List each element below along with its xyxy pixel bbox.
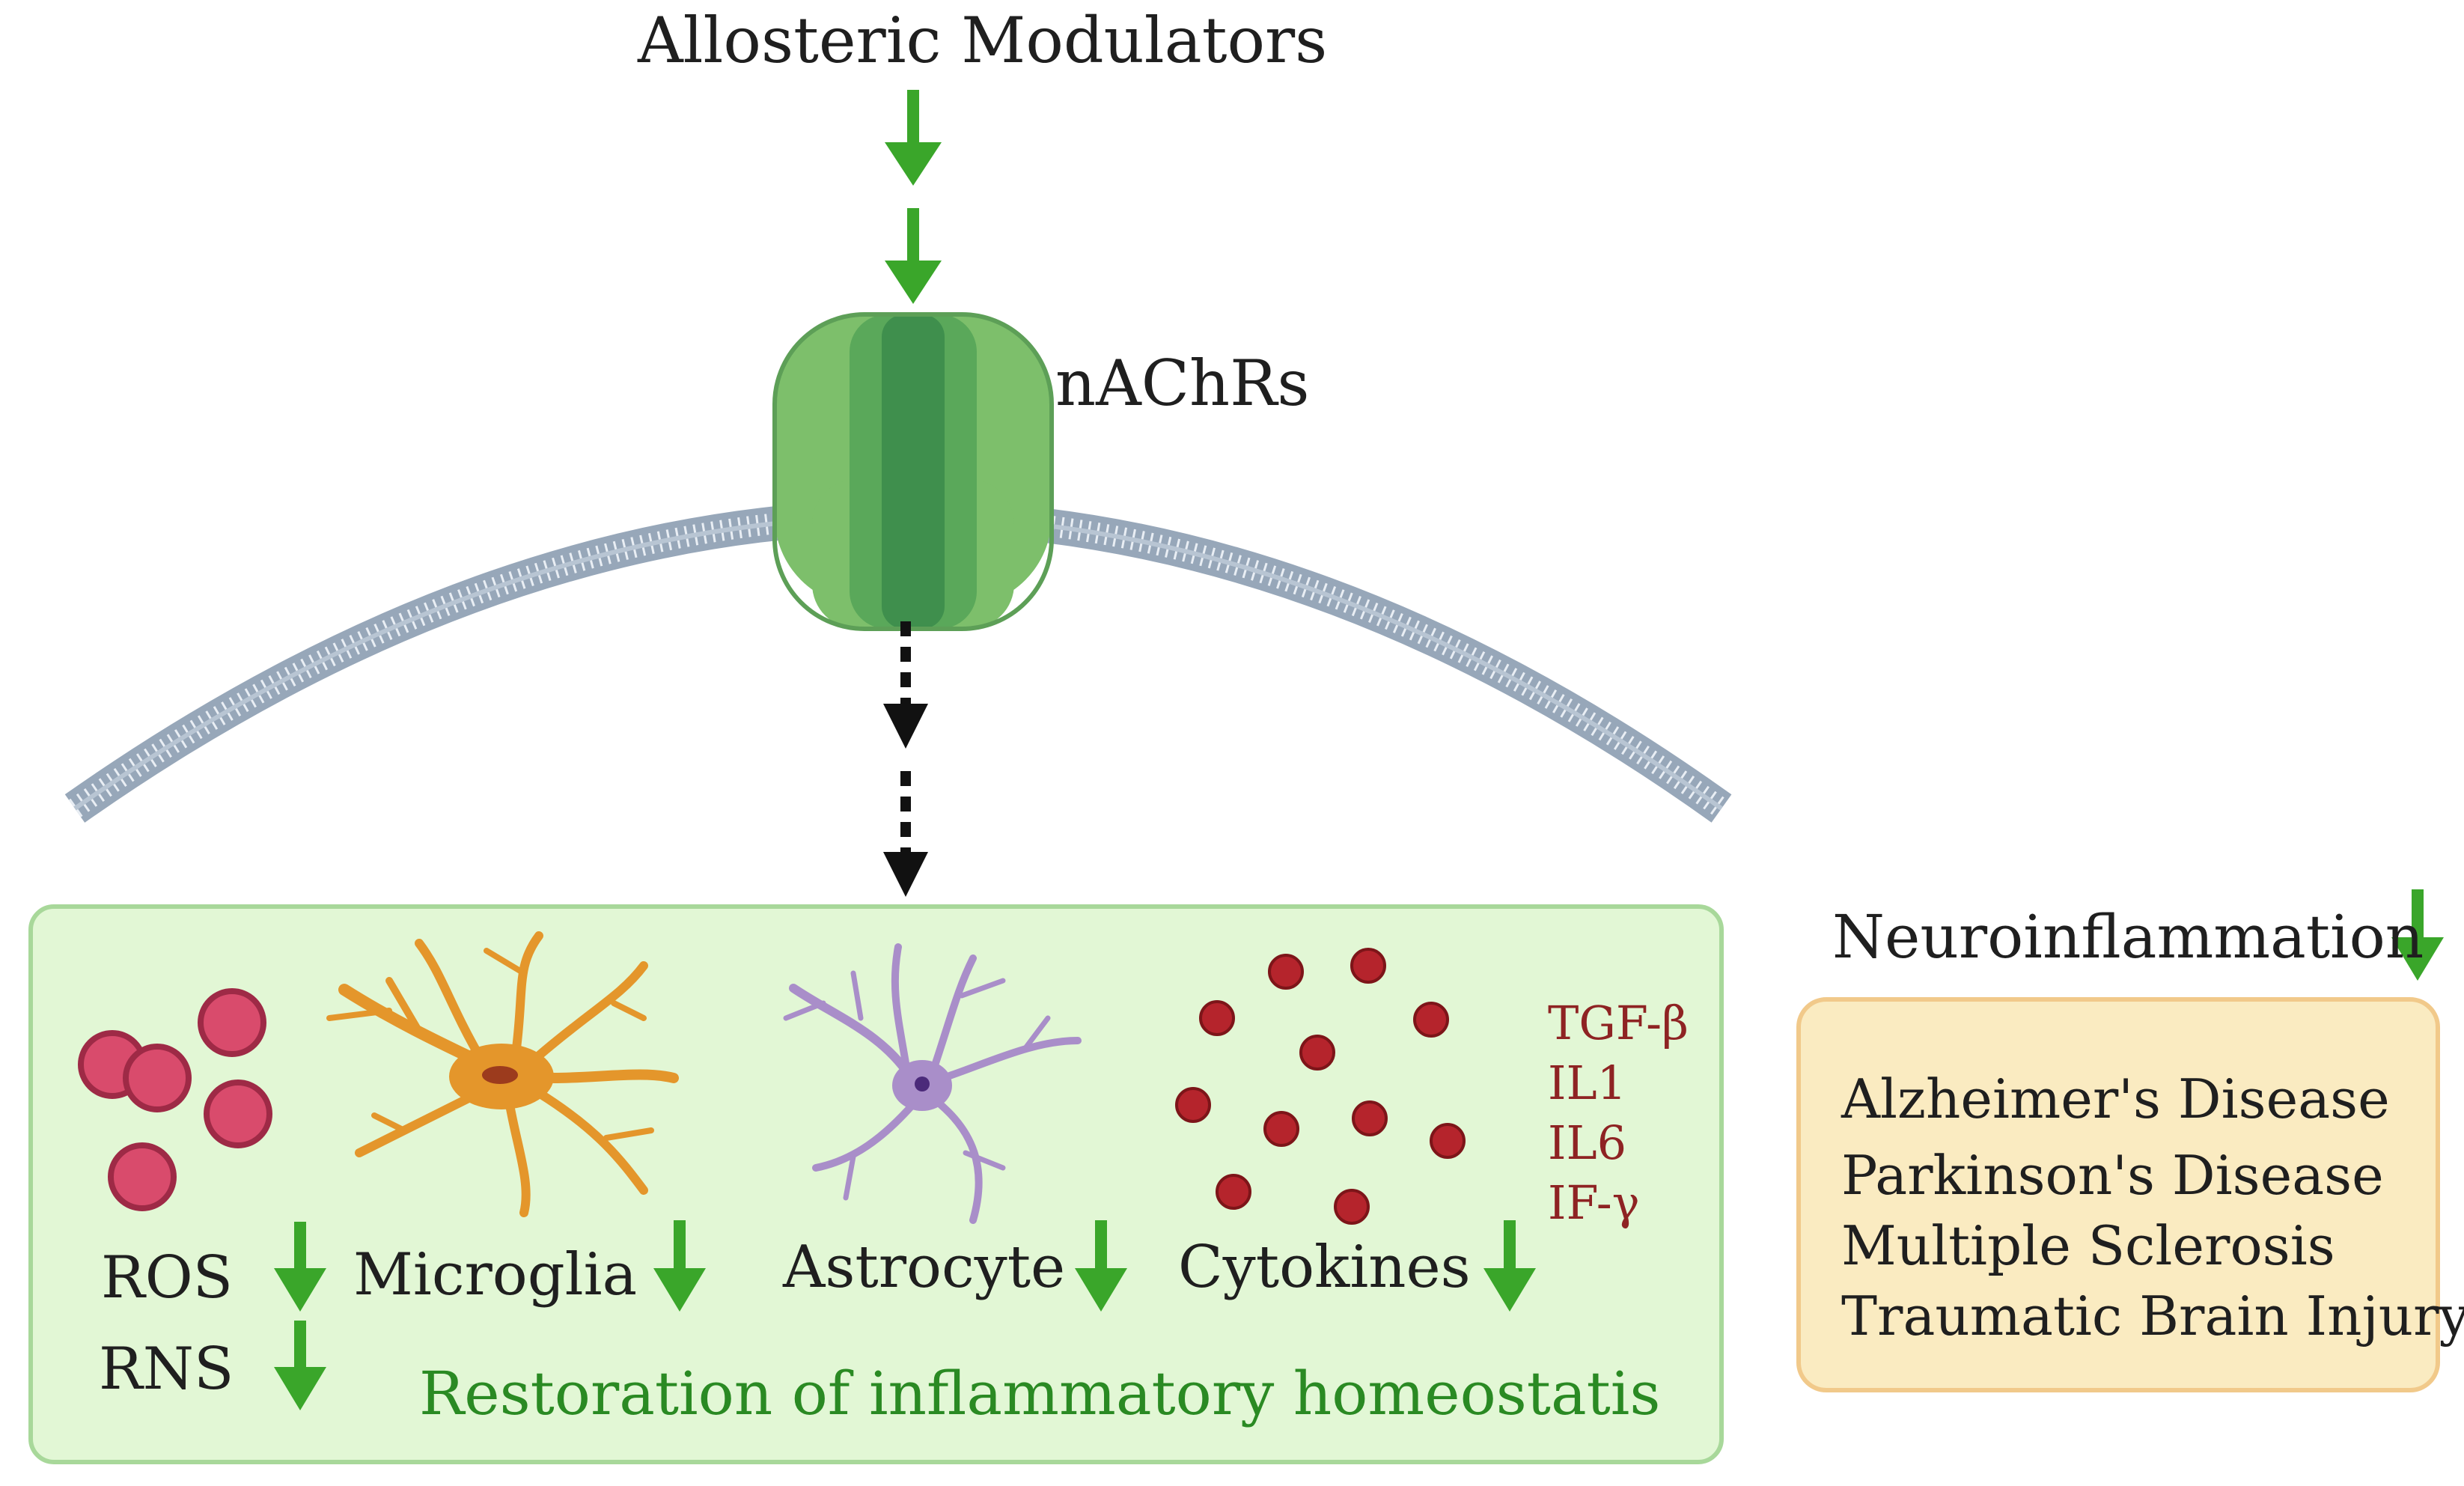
disease-item: Multiple Sclerosis: [1841, 1214, 2335, 1277]
neuroinflammation-decrease-arrow-icon: [2391, 889, 2444, 981]
ros-decrease-arrow-icon: [274, 1222, 326, 1312]
microglia-label: Microglia: [353, 1241, 638, 1309]
modulator-arrow-icon: [885, 90, 942, 186]
cytokine-item: IF-γ: [1548, 1175, 1640, 1230]
neuroinflammation-label: Neuroinflammation: [1832, 902, 2424, 972]
ros-label: ROS: [101, 1244, 234, 1312]
restoration-label: Restoration of inflammatory homeostatis: [419, 1359, 1661, 1428]
receptor-channel-icon: [772, 312, 1054, 631]
cytokine-dot-icon: [1175, 948, 1466, 1225]
astrocyte-label: Astrocyte: [783, 1234, 1066, 1301]
rns-label: RNS: [99, 1336, 234, 1403]
cytokine-item: IL1: [1548, 1056, 1627, 1110]
microglia-decrease-arrow-icon: [653, 1220, 706, 1312]
diseases-panel: [1796, 997, 2440, 1392]
modulator-arrow-icon: [885, 208, 942, 304]
microglia-cell-icon: [326, 931, 679, 1217]
allosteric-modulators-label: Allosteric Modulators: [638, 4, 1328, 77]
ros-particle-icon: [78, 988, 272, 1211]
astrocyte-decrease-arrow-icon: [1075, 1220, 1127, 1312]
disease-item: Parkinson's Disease: [1841, 1144, 2384, 1207]
dashed-down-arrow-icon: [883, 771, 928, 897]
disease-item: Traumatic Brain Injury: [1841, 1285, 2464, 1348]
dashed-down-arrow-icon: [883, 621, 928, 749]
nachrs-label: nAChRs: [1055, 347, 1310, 420]
cytokines-label: Cytokines: [1178, 1234, 1471, 1301]
rns-decrease-arrow-icon: [274, 1321, 326, 1410]
cytokine-item: TGF-β: [1548, 996, 1689, 1050]
cytokine-item: IL6: [1548, 1115, 1627, 1170]
astrocyte-cell-icon: [783, 943, 1082, 1224]
cytokines-decrease-arrow-icon: [1483, 1220, 1536, 1312]
disease-item: Alzheimer's Disease: [1841, 1068, 2390, 1130]
